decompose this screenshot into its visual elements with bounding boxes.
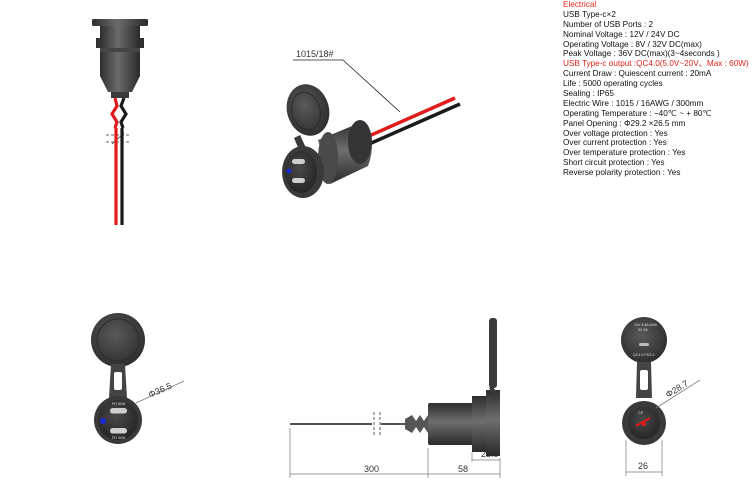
front-led	[100, 418, 106, 424]
top-strain-relief	[111, 92, 129, 98]
back-wire-stub	[635, 417, 651, 427]
back-cap	[621, 317, 667, 363]
dim-body-length: 58	[458, 464, 468, 474]
spec-line: Panel Opening : Φ29.2 ×26.5 mm	[563, 118, 686, 128]
back-text-1: 24V 4.8A 60W	[634, 323, 658, 327]
front-face	[98, 400, 138, 440]
side-cap	[489, 318, 497, 388]
side-flange	[486, 390, 500, 456]
front-cap	[91, 313, 145, 367]
side-strain-relief	[405, 415, 428, 433]
spec-line: Reverse polarity protection : Yes	[563, 168, 681, 178]
back-cap-mark	[639, 343, 649, 346]
spec-line: Over temperature protection : Yes	[563, 148, 686, 158]
spec-heading: Electrical	[563, 0, 597, 9]
wire-callout-label: 1015/18#	[296, 49, 334, 59]
spec-line: Sealing : IP65	[563, 89, 614, 99]
top-body-taper	[100, 76, 140, 92]
back-text-3: QC4.0 PD3.0	[633, 353, 654, 357]
isometric-view: 1015/18#	[282, 49, 461, 198]
back-view: 24V 4.8A 60W 5V 3A QC4.0 PD3.0 CE Φ28.7 …	[621, 317, 701, 476]
spec-line: Number of USB Ports : 2	[563, 19, 654, 29]
back-diameter-label: Φ28.7	[664, 378, 690, 400]
spec-line: Short circuit protection : Yes	[563, 158, 665, 168]
top-flange	[92, 19, 148, 26]
front-cap-rim	[96, 318, 140, 362]
iso-wire-black	[359, 102, 461, 150]
spec-line: Peak Voltage : 36V DC(max)(3~4seconds )	[563, 49, 720, 59]
side-body	[428, 403, 478, 445]
front-strap-slot	[114, 372, 122, 390]
back-width-label: 26	[638, 461, 648, 471]
front-port-label-top: PD 60W	[112, 402, 126, 406]
spec-line: Over current protection : Yes	[563, 138, 667, 148]
iso-wire-red	[359, 96, 456, 142]
front-view: PD 60W PD 60W Φ36.5	[91, 313, 185, 444]
spec-line: Operating Temperature : −40℃ ~ + 80℃	[563, 108, 712, 118]
spec-line: Life : 5000 operating cycles	[563, 79, 663, 89]
dim-wire-length: 300	[364, 464, 379, 474]
iso-port-top	[292, 159, 305, 164]
spec-line: Operating Voltage : 8V / 32V DC(max)	[563, 39, 702, 49]
dim-depth: 23.9	[481, 449, 499, 459]
spec-line: Current Draw : Quiescent current : 20mA	[563, 69, 712, 79]
side-cap-hinge	[489, 386, 500, 398]
back-wire-dot	[642, 422, 646, 426]
front-port-bottom	[110, 428, 127, 434]
wire-red-top	[110, 97, 119, 129]
iso-led	[286, 168, 292, 174]
iso-body-end	[348, 120, 372, 164]
iso-cap-inner	[291, 91, 321, 131]
wire-black-top	[119, 97, 128, 129]
spec-line: Nominal Voltage : 12V / 24V DC	[563, 29, 680, 39]
back-ce-mark: CE	[638, 411, 644, 415]
top-body-ring	[100, 48, 140, 52]
back-text-2: 5V 3A	[638, 328, 648, 332]
spec-line: USB Type-c×2	[563, 9, 616, 19]
spec-line: Electric Wire : 1015 / 16AWG / 300mm	[563, 98, 704, 108]
iso-port-bottom	[292, 178, 305, 183]
front-port-label-bottom: PD 60W	[112, 436, 126, 440]
side-view-dimensioned: 300 58 23.9	[289, 318, 501, 478]
back-dim-leader	[655, 379, 701, 409]
back-strap-slot	[640, 370, 648, 390]
side-view-top	[92, 19, 148, 225]
front-port-top	[110, 408, 127, 414]
iso-cap-strap	[294, 135, 306, 152]
iso-cap	[286, 84, 330, 136]
front-diameter-label: Φ36.5	[147, 381, 174, 400]
spec-line: USB Type-c output :QC4.0(5.0V~20V、Max : …	[563, 59, 749, 69]
front-dim-leader	[135, 380, 185, 404]
spec-line: Over voltage protection : Yes	[563, 128, 668, 138]
side-nut	[472, 396, 486, 452]
iso-callout-leader	[342, 59, 401, 113]
